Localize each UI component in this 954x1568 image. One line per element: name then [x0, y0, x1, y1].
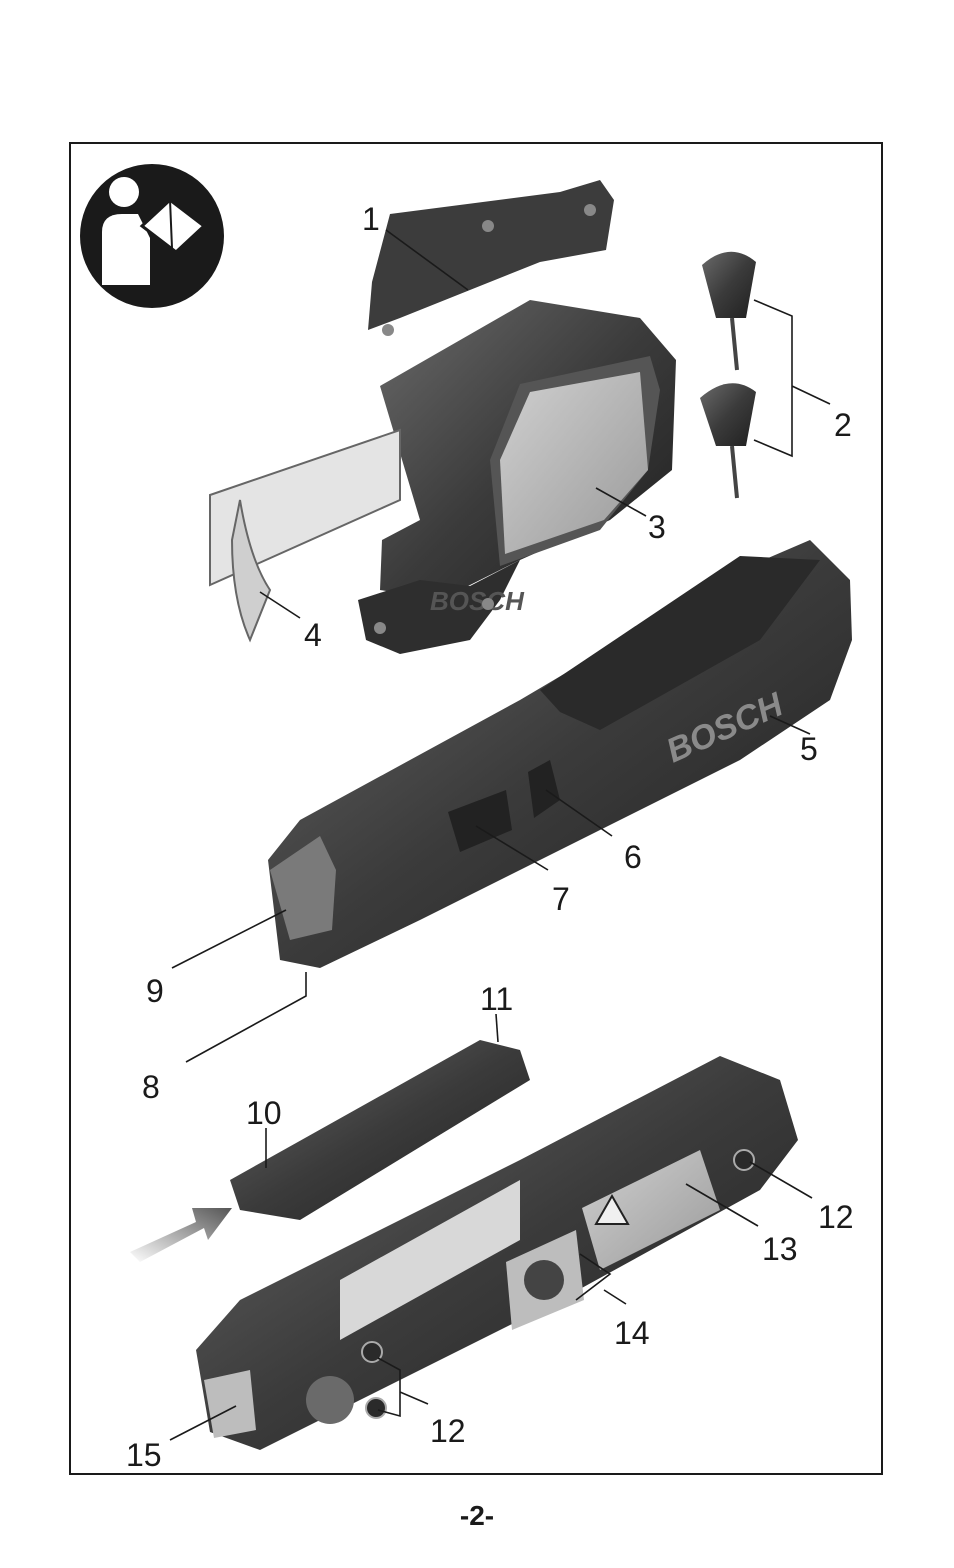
- callout-13: 13: [762, 1231, 798, 1267]
- callout-10: 10: [246, 1095, 282, 1131]
- pins-illustration: [700, 252, 756, 498]
- callout-11: 11: [480, 981, 513, 1017]
- callout-9: 9: [146, 973, 164, 1009]
- tool-bottom-view-illustration: [196, 1056, 798, 1450]
- callout-4: 4: [304, 617, 322, 653]
- callout-14: 14: [614, 1315, 650, 1351]
- page-number: -2-: [0, 1500, 954, 1532]
- callout-5: 5: [800, 731, 818, 767]
- callout-12-right: 12: [818, 1199, 854, 1235]
- bracket-brand-label: BOSCH: [430, 586, 525, 616]
- callout-3: 3: [648, 509, 666, 545]
- callout-7: 7: [552, 881, 570, 917]
- callout-6: 6: [624, 839, 642, 875]
- callout-12-bottom: 12: [430, 1413, 466, 1449]
- bracket-illustration: BOSCH: [210, 180, 676, 654]
- read-manual-icon: [80, 164, 224, 308]
- callout-15: 15: [126, 1437, 162, 1473]
- callout-2: 2: [834, 407, 852, 443]
- callout-1: 1: [362, 201, 380, 237]
- callout-8: 8: [142, 1069, 160, 1105]
- insert-arrow-icon: [130, 1208, 232, 1262]
